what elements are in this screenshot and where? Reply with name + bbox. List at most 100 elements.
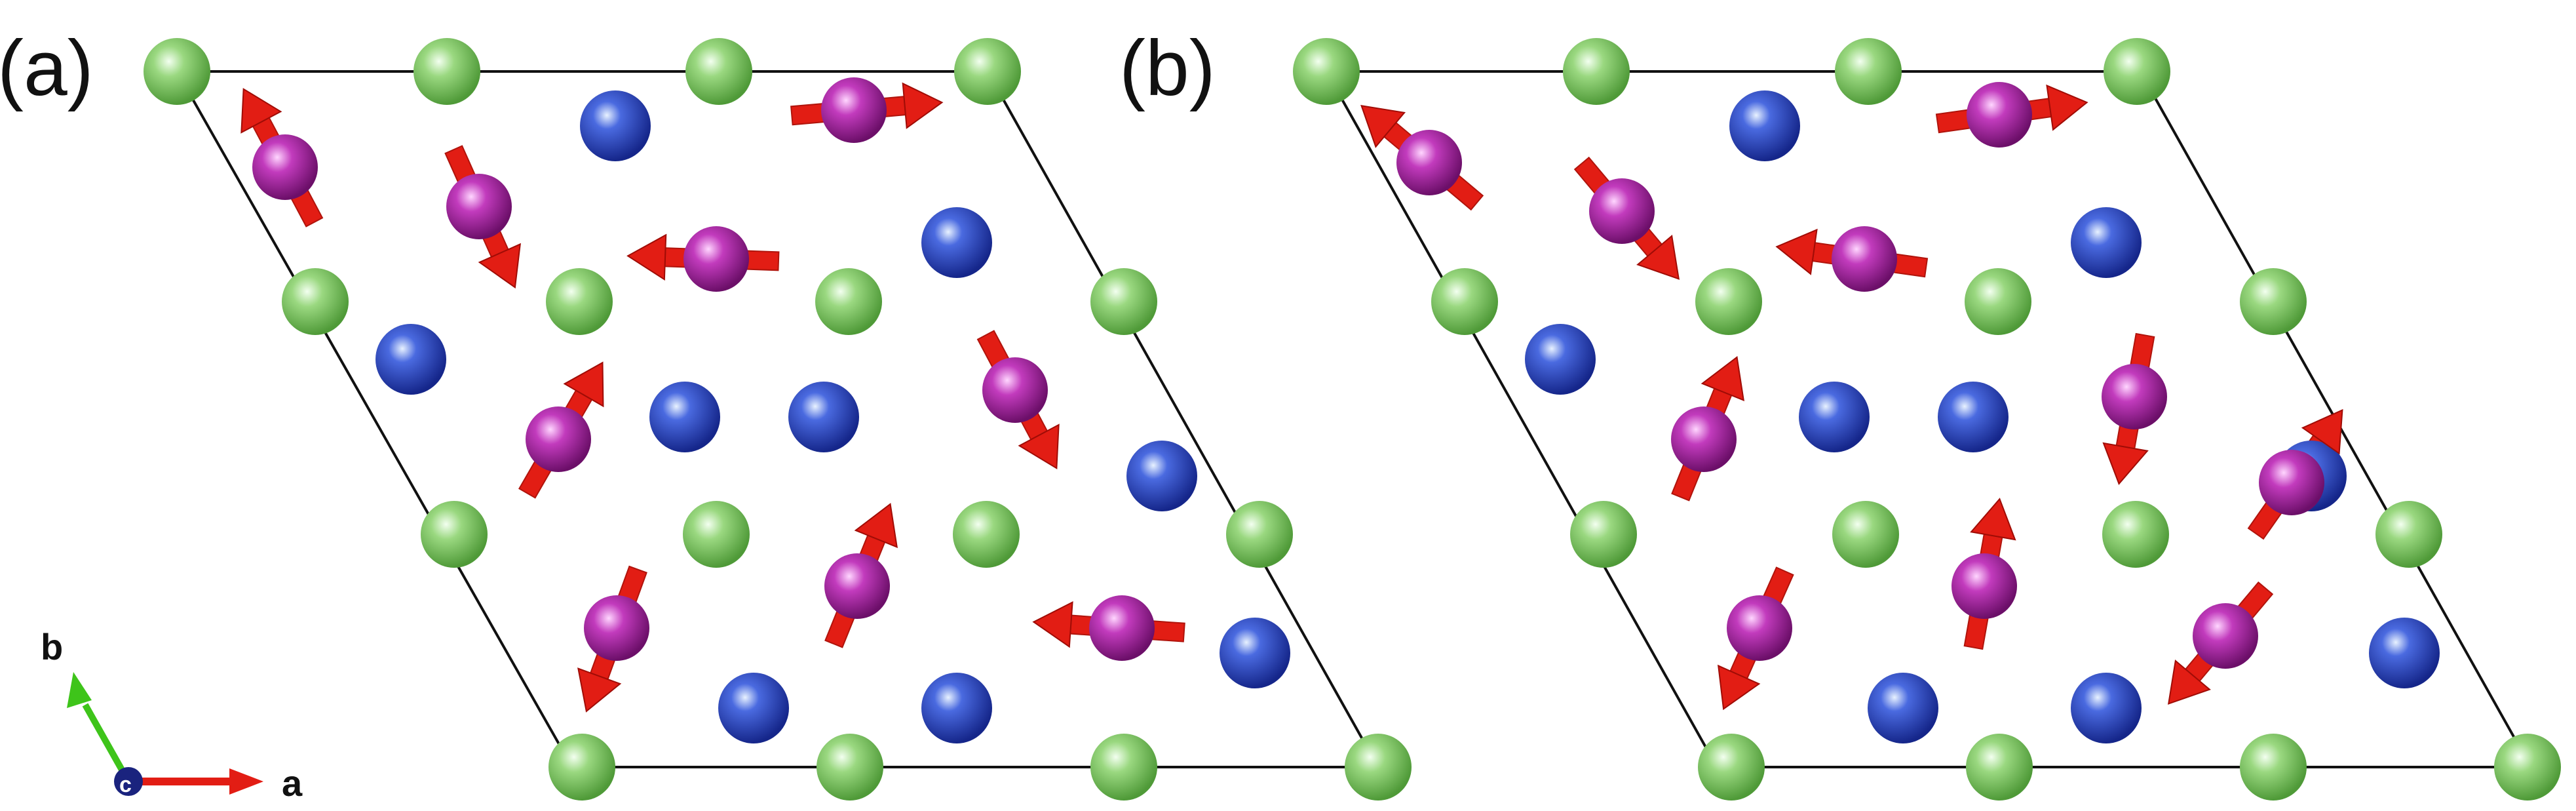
corner-atom: [548, 734, 615, 801]
corner-atom: [421, 501, 488, 568]
spin-arrowhead-icon: [1018, 424, 1060, 469]
corner-atom: [683, 501, 750, 568]
corner-atom: [1293, 38, 1360, 105]
spin-arrowhead-icon: [1775, 228, 1818, 275]
magnetic-atom: [1589, 178, 1655, 244]
axis-c-label: c: [119, 772, 132, 797]
axis-b-shaft: [82, 703, 132, 783]
panel-b-label: (b): [1119, 24, 1216, 112]
magnetic-atom: [982, 357, 1048, 423]
spin-arrowhead-icon: [478, 243, 521, 289]
magnetic-atom: [821, 77, 887, 143]
spin-arrowhead-icon: [902, 82, 944, 129]
magnetic-atom: [584, 595, 649, 661]
corner-atom: [815, 268, 882, 335]
inner-atom: [921, 207, 992, 278]
corner-atom: [1090, 734, 1157, 801]
inner-atom: [1729, 90, 1800, 161]
corner-atom: [1563, 38, 1630, 105]
spin-arrowhead-icon: [577, 667, 622, 713]
magnetic-atom: [1089, 595, 1155, 661]
inner-atom: [718, 673, 789, 743]
spin-arrowhead-icon: [1718, 664, 1761, 711]
spin-arrowhead-icon: [240, 88, 282, 134]
inner-atom: [649, 382, 720, 452]
axis-b-arrowhead-icon: [67, 672, 92, 708]
inner-atom: [1126, 441, 1197, 511]
inner-atom: [1799, 382, 1870, 452]
spin-arrows-layer: [252, 96, 2330, 682]
corner-atom: [1226, 501, 1293, 568]
axis-a-arrowhead-icon: [229, 768, 263, 795]
axis-c-dot-icon: [114, 767, 143, 796]
spin-arrowhead-icon: [1970, 498, 2016, 541]
corner-atom: [954, 38, 1021, 105]
corner-atom: [2494, 734, 2561, 801]
inner-atom: [2071, 207, 2142, 278]
magnetic-atom: [526, 406, 591, 472]
corner-atom: [1835, 38, 1902, 105]
spin-arrowhead-icon: [1701, 356, 1745, 402]
corner-atom: [1698, 734, 1765, 801]
axis-triad: a b c: [41, 626, 303, 804]
magnetic-atom: [2259, 450, 2324, 515]
corner-atom: [1090, 268, 1157, 335]
corner-atom: [2102, 501, 2169, 568]
inner-atom: [788, 382, 859, 452]
inner-atom: [580, 90, 651, 161]
spin-arrowhead-icon: [626, 233, 667, 281]
atoms-layer: [144, 38, 2561, 801]
spin-arrowhead-icon: [1636, 234, 1680, 280]
inner-atom: [1868, 673, 1938, 743]
inner-atom: [1525, 324, 1596, 395]
axis-a-label: a: [282, 762, 303, 804]
corner-atom: [1345, 734, 1412, 801]
corner-atom: [685, 38, 752, 105]
inner-atom: [1220, 618, 1290, 688]
inner-atom: [1938, 382, 2009, 452]
magnetic-atom: [1727, 595, 1792, 661]
corner-atom: [2104, 38, 2170, 105]
axis-b-label: b: [41, 626, 63, 667]
corner-atom: [144, 38, 210, 105]
spin-arrowhead-icon: [1032, 601, 1073, 648]
corner-atom: [953, 501, 1020, 568]
magnetic-atom: [1671, 406, 1737, 472]
spin-arrowhead-icon: [1360, 104, 1406, 148]
magnetic-atom: [1832, 226, 1897, 292]
corner-atom: [1832, 501, 1899, 568]
inner-atom: [2369, 618, 2440, 688]
corner-atom: [2240, 734, 2307, 801]
spin-arrowhead-icon: [563, 361, 604, 408]
corner-atom: [2375, 501, 2442, 568]
spin-arrowhead-icon: [854, 503, 898, 549]
unit-cell-b: [1324, 70, 2533, 768]
magnetic-atom: [1951, 553, 2017, 619]
spin-arrowheads-layer: [240, 82, 2343, 713]
corner-atom: [1965, 268, 2031, 335]
magnetic-atom: [2193, 603, 2258, 669]
inner-atom: [921, 673, 992, 743]
magnetic-atom: [2102, 364, 2167, 429]
inner-atom: [2071, 673, 2142, 743]
corner-atom: [1695, 268, 1762, 335]
magnetic-atom: [824, 553, 890, 619]
corner-atom: [1431, 268, 1498, 335]
corner-atom: [546, 268, 613, 335]
spin-arrowhead-icon: [2046, 84, 2088, 131]
corner-atom: [2240, 268, 2307, 335]
corner-atom: [413, 38, 480, 105]
spin-arrowhead-icon: [2102, 442, 2149, 485]
magnetic-atom: [1396, 130, 1462, 195]
inner-atom: [375, 324, 446, 395]
corner-atom: [282, 268, 349, 335]
corner-atom: [1966, 734, 2033, 801]
magnetic-atom: [683, 226, 749, 292]
magnetic-atom: [1967, 82, 2032, 148]
spin-arrowhead-icon: [2301, 408, 2343, 455]
magnetic-atom: [446, 174, 512, 239]
corner-atom: [817, 734, 883, 801]
spin-arrowhead-icon: [2167, 659, 2211, 705]
corner-atom: [1570, 501, 1637, 568]
